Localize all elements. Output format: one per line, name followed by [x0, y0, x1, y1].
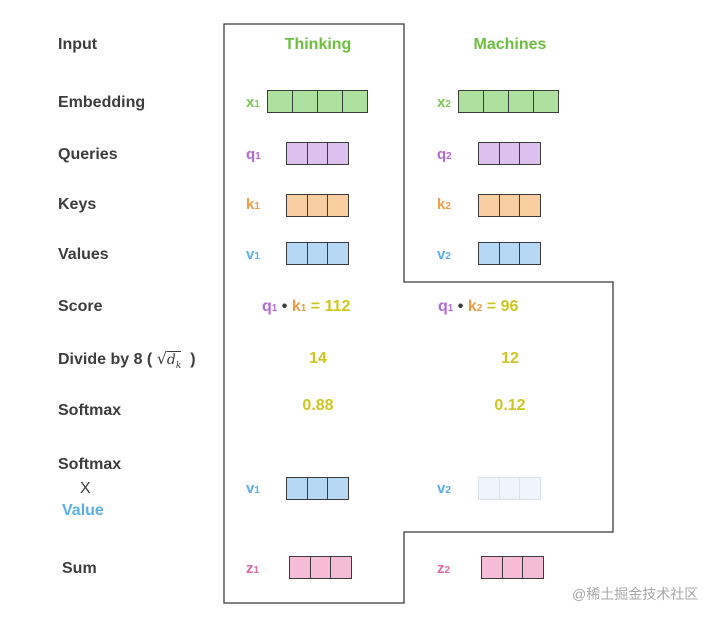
- softmax-1: 0.88: [302, 397, 334, 414]
- column-header-thinking: Thinking: [284, 36, 352, 53]
- label-weighted-v2: v2: [437, 480, 451, 497]
- label-q2: q2: [437, 146, 452, 163]
- value-vector-v2: [478, 242, 541, 265]
- label-k2: k2: [437, 196, 451, 213]
- embedding-vector-x2: [458, 90, 559, 113]
- weighted-value-vector-v1: [286, 477, 349, 500]
- score-2: q1 • k2 = 96: [438, 298, 519, 315]
- divide-suffix: ): [190, 351, 196, 368]
- row-label-embedding: Embedding: [58, 94, 146, 111]
- row-label-softmax-x-value-line3: Value: [62, 502, 104, 519]
- divide-var: d: [166, 352, 176, 368]
- row-label-keys: Keys: [58, 196, 97, 213]
- column-header-machines: Machines: [473, 36, 547, 53]
- label-weighted-v1: v1: [246, 480, 260, 497]
- label-z2: z2: [437, 560, 451, 577]
- divide-prefix: Divide by 8 (: [58, 351, 153, 368]
- row-label-input: Input: [58, 36, 98, 53]
- row-label-softmax-x-value-line2: X: [80, 480, 91, 497]
- divided-score-1: 14: [309, 350, 327, 367]
- label-v1: v1: [246, 246, 260, 263]
- row-label-softmax: Softmax: [58, 402, 122, 419]
- label-z1: z1: [246, 560, 260, 577]
- row-label-sum: Sum: [62, 560, 97, 577]
- query-vector-q2: [478, 142, 541, 165]
- row-label-score: Score: [58, 298, 103, 315]
- key-vector-k2: [478, 194, 541, 217]
- key-vector-k1: [286, 194, 349, 217]
- output-vector-z1: [289, 556, 352, 579]
- weighted-value-vector-v2: [478, 477, 541, 500]
- label-q1: q1: [246, 146, 261, 163]
- embedding-vector-x1: [267, 90, 368, 113]
- row-label-queries: Queries: [58, 146, 118, 163]
- sqrt-symbol: √: [156, 349, 167, 368]
- label-x1: x1: [246, 94, 260, 111]
- divide-sub: k: [175, 360, 182, 371]
- score-1: q1 • k1 = 112: [262, 298, 351, 315]
- label-v2: v2: [437, 246, 451, 263]
- divided-score-2: 12: [501, 350, 519, 367]
- label-x2: x2: [437, 94, 451, 111]
- watermark: @稀土掘金技术社区: [572, 586, 699, 602]
- value-vector-v1: [286, 242, 349, 265]
- row-label-values: Values: [58, 246, 109, 263]
- softmax-2: 0.12: [494, 397, 526, 414]
- label-k1: k1: [246, 196, 260, 213]
- score-2-value: 96: [500, 298, 519, 315]
- query-vector-q1: [286, 142, 349, 165]
- row-label-softmax-x-value-line1: Softmax: [58, 456, 122, 473]
- output-vector-z2: [481, 556, 544, 579]
- score-1-value: 112: [324, 298, 351, 315]
- row-label-divide: Divide by 8 ( √dk ): [58, 350, 196, 375]
